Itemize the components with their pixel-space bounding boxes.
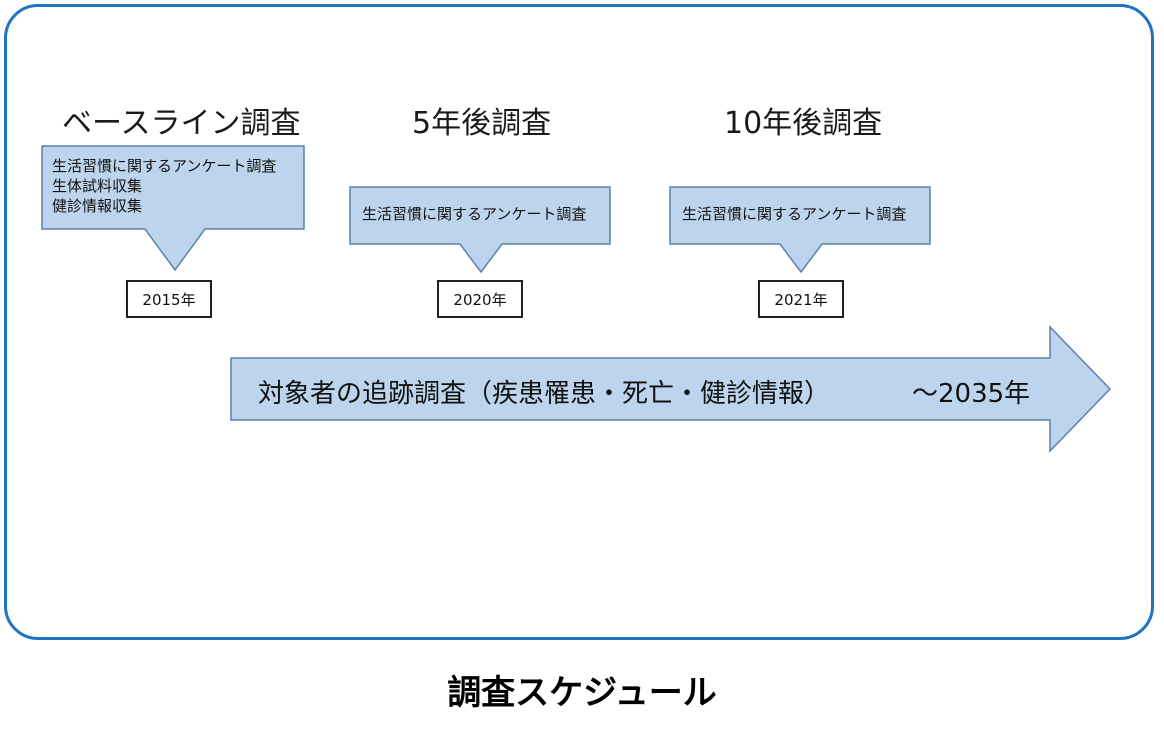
year-box-2015: 2015年 — [126, 280, 212, 318]
stage-heading-5year: 5年後調査 — [412, 106, 552, 141]
callout-item: 生活習慣に関するアンケート調査 — [682, 205, 907, 223]
stage-heading-baseline: ベースライン調査 — [62, 106, 301, 141]
timeline-label: 対象者の追跡調査（疾患罹患・死亡・健診情報） — [258, 379, 831, 409]
year-box-2021: 2021年 — [758, 280, 844, 318]
diagram-frame — [4, 4, 1154, 640]
year-box-2020: 2020年 — [437, 280, 523, 318]
callout-item: 生活習慣に関するアンケート調査 — [362, 205, 587, 223]
timeline-end-year: ～2035年 — [912, 379, 1031, 409]
stage-heading-10year: 10年後調査 — [724, 106, 883, 141]
callout-item: 生体試料収集 — [52, 177, 143, 195]
callout-item: 健診情報収集 — [52, 197, 143, 215]
figure-caption: 調査スケジュール — [447, 673, 717, 713]
callout-item: 生活習慣に関するアンケート調査 — [52, 157, 277, 175]
